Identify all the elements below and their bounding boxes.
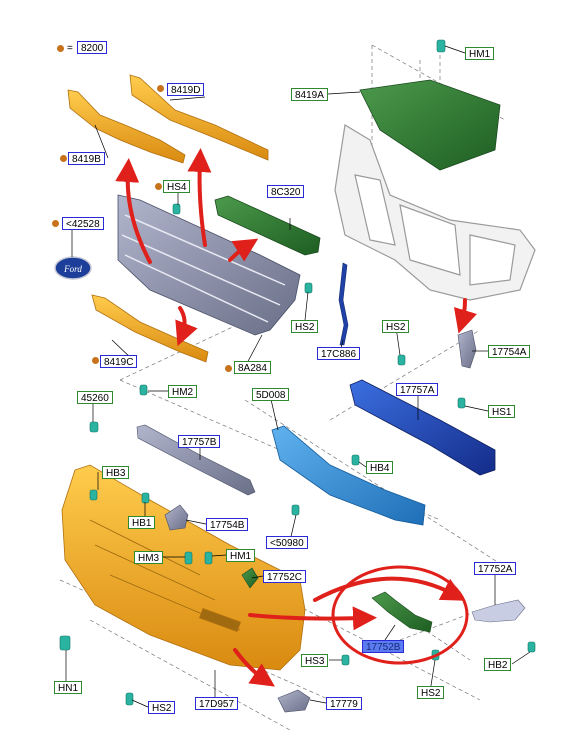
callout-hm2[interactable]: HM2 — [168, 385, 198, 398]
callout-hm1[interactable]: HM1 — [465, 47, 495, 60]
callout-17752c[interactable]: 17752C — [263, 570, 307, 583]
bracket-17c886 — [338, 262, 349, 346]
callout-hs4[interactable]: HS4 — [163, 180, 191, 193]
callout-hs3[interactable]: HS3 — [301, 654, 329, 667]
callout-hs2[interactable]: HS2 — [417, 686, 445, 699]
strip-17757b — [136, 424, 256, 496]
bracket-17752b — [371, 591, 433, 633]
callout-hb4[interactable]: HB4 — [366, 461, 394, 474]
callout-50980[interactable]: <50980 — [266, 536, 308, 549]
callout-8419a[interactable]: 8419A — [291, 88, 328, 101]
callout-17757a[interactable]: 17757A — [396, 383, 439, 396]
callout-hm1[interactable]: HM1 — [226, 549, 256, 562]
bracket-17752c — [241, 567, 259, 589]
bullet-dot — [52, 220, 59, 227]
red-arrows — [115, 148, 477, 687]
callout-hn1[interactable]: HN1 — [54, 681, 83, 694]
callout-17754b[interactable]: 17754B — [206, 518, 249, 531]
bullet-dot — [225, 365, 232, 372]
leader-lines — [65, 45, 531, 708]
callout-17d957[interactable]: 17D957 — [195, 697, 239, 710]
callout-17779[interactable]: 17779 — [326, 697, 362, 710]
callout-hm3[interactable]: HM3 — [134, 551, 164, 564]
callout-8419c[interactable]: 8419C — [100, 355, 138, 368]
legend-dot — [57, 45, 64, 52]
part-17779 — [277, 689, 311, 713]
bracket-17752a — [471, 599, 526, 623]
callout-hb3[interactable]: HB3 — [102, 466, 130, 479]
bullet-dot — [92, 357, 99, 364]
callout-hs2[interactable]: HS2 — [148, 701, 176, 714]
reinforcement-17757a — [349, 379, 496, 476]
svg-text:Ford: Ford — [63, 264, 82, 274]
highlight-circle — [331, 565, 469, 665]
callout-8c320[interactable]: 8C320 — [267, 185, 305, 198]
bullet-dot — [60, 155, 67, 162]
air-deflector-8c320 — [214, 195, 321, 256]
bullet-dot — [157, 85, 164, 92]
bullet-dot — [155, 183, 162, 190]
bracket-17754b — [164, 504, 189, 531]
callout-8419b[interactable]: 8419B — [68, 152, 105, 165]
callout-42528[interactable]: <42528 — [62, 217, 104, 230]
callout-17757b[interactable]: 17757B — [178, 435, 221, 448]
callout-hb1[interactable]: HB1 — [128, 516, 156, 529]
ford-emblem: Ford — [54, 256, 92, 280]
callout-8a284[interactable]: 8A284 — [234, 361, 271, 374]
callout-17754a[interactable]: 17754A — [488, 345, 531, 358]
bumper-cover-17d957 — [61, 464, 306, 671]
grille-8a284 — [117, 194, 301, 336]
callout-17752b[interactable]: 17752B — [362, 640, 405, 653]
legend-equals: = — [67, 43, 73, 54]
callout-45260[interactable]: 45260 — [77, 391, 113, 404]
callout-17752a[interactable]: 17752A — [474, 562, 517, 575]
grille-moulding-8419d — [129, 74, 269, 161]
radiator-support — [334, 124, 536, 301]
radiator-shield-8419a — [359, 79, 501, 171]
bracket-17754a — [457, 329, 477, 369]
callout-8419d[interactable]: 8419D — [167, 83, 205, 96]
callout-17c886[interactable]: 17C886 — [317, 347, 361, 360]
callout-hs2[interactable]: HS2 — [291, 320, 319, 333]
callout-5d008[interactable]: 5D008 — [252, 388, 290, 401]
callout-hb2[interactable]: HB2 — [484, 658, 512, 671]
grille-moulding-8419b — [67, 89, 186, 164]
callout-hs2[interactable]: HS2 — [382, 320, 410, 333]
callout-8200[interactable]: 8200 — [77, 41, 108, 54]
absorber-5d008 — [271, 425, 426, 526]
callout-hs1[interactable]: HS1 — [488, 405, 516, 418]
